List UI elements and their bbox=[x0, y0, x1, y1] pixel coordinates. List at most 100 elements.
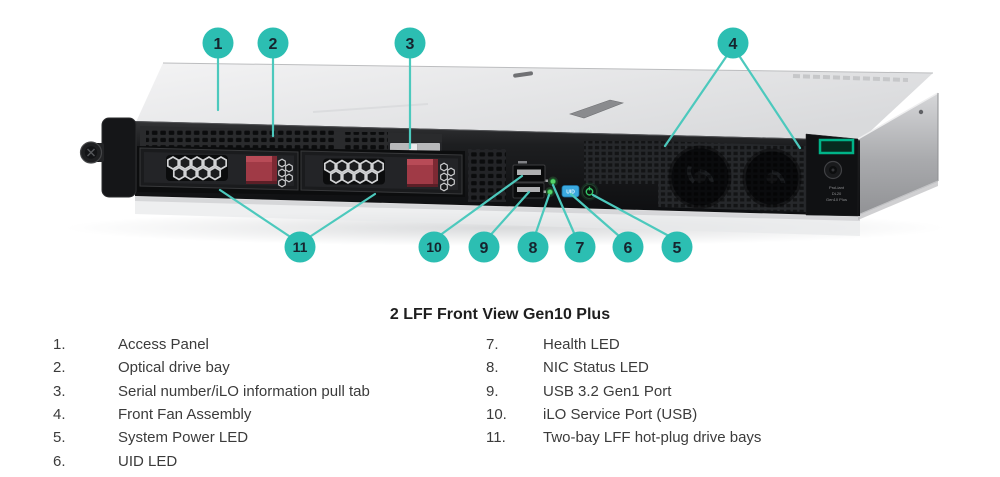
legend-label: UID LED bbox=[118, 452, 178, 470]
cover-seam bbox=[312, 103, 429, 113]
legend-number: 3. bbox=[53, 382, 66, 400]
callout-2 bbox=[257, 27, 289, 59]
legend-right-column: 7. Health LED 8.NIC Status LED 9. USB 3.2 … bbox=[486, 333, 966, 449]
legend-number: 8. bbox=[486, 359, 499, 377]
callout-5 bbox=[661, 231, 693, 263]
legend-label: Serial number/iLO information pull tab bbox=[118, 382, 370, 400]
server-illustration: UID ProLiant DL20 Gen10 Plus bbox=[65, 27, 945, 263]
legend-item: 7. Health LED bbox=[486, 333, 966, 356]
svg-text:1: 1 bbox=[214, 36, 223, 53]
drive-latch bbox=[246, 156, 277, 184]
floor-shadow bbox=[65, 196, 945, 246]
legend-item: 9. USB 3.2 Gen1 Port bbox=[486, 380, 966, 403]
svg-text:3: 3 bbox=[406, 36, 415, 53]
callout-line-10 bbox=[439, 174, 524, 236]
legend-label: USB 3.2 Gen1 Port bbox=[543, 382, 672, 400]
drive-vent-honeycomb bbox=[323, 159, 385, 184]
front-fan-assembly bbox=[584, 141, 806, 212]
callout-4 bbox=[717, 27, 749, 59]
callout-line-5 bbox=[591, 193, 670, 237]
callout-bubbles bbox=[202, 27, 749, 263]
access-panel bbox=[135, 62, 934, 142]
callout-line-11b bbox=[309, 192, 377, 238]
legend-label: Health LED bbox=[543, 336, 620, 354]
health-led bbox=[545, 176, 558, 187]
model-text: ProLiant DL20 Gen10 Plus bbox=[826, 185, 847, 202]
legend-item: 4.Front Fan Assembly bbox=[53, 403, 473, 426]
callout-line-4b bbox=[738, 55, 802, 150]
legend-item: 2. Optical drive bay bbox=[53, 356, 473, 379]
legend-label: iLO Service Port (USB) bbox=[543, 406, 698, 424]
side-screw bbox=[918, 109, 924, 115]
callout-line-11a bbox=[218, 188, 291, 238]
embossed-label bbox=[792, 74, 909, 82]
drive-bay-1 bbox=[139, 147, 299, 191]
right-ear: ProLiant DL20 Gen10 Plus bbox=[805, 133, 859, 217]
left-ear bbox=[79, 117, 137, 198]
callout-line-6 bbox=[569, 192, 621, 238]
legend-number: 11. bbox=[486, 429, 506, 447]
legend-label: Optical drive bay bbox=[118, 359, 230, 377]
callout-8 bbox=[517, 231, 549, 263]
ear-thumbscrew-icon bbox=[823, 160, 843, 180]
callout-line-7 bbox=[551, 183, 576, 235]
legend-item: 1.Access Panel bbox=[53, 333, 473, 356]
legend-label: Access Panel bbox=[118, 336, 209, 354]
port-label-mark bbox=[518, 161, 527, 164]
svg-text:6: 6 bbox=[624, 240, 633, 257]
legend-label: Front Fan Assembly bbox=[118, 406, 252, 424]
legend-number: 5. bbox=[53, 429, 66, 447]
legend-number: 2. bbox=[53, 359, 66, 377]
callout-10 bbox=[418, 231, 450, 263]
drive-bay-2 bbox=[300, 150, 463, 195]
callout-3 bbox=[394, 27, 426, 59]
legend-number: 6. bbox=[53, 452, 66, 470]
callout-1 bbox=[202, 27, 234, 59]
callout-11 bbox=[284, 231, 316, 263]
callout-line-4a bbox=[663, 55, 728, 148]
svg-text:2: 2 bbox=[269, 36, 278, 53]
drive-vent-honeycomb bbox=[166, 156, 228, 181]
svg-text:4: 4 bbox=[729, 36, 738, 53]
legend-item: 8.NIC Status LED bbox=[486, 356, 966, 379]
bezel-vent-patch bbox=[468, 149, 506, 202]
legend-number: 10. bbox=[486, 406, 507, 424]
callout-6 bbox=[612, 231, 644, 263]
usb-port bbox=[512, 182, 545, 199]
callout-numbers: 1 2 3 4 5 6 7 8 9 10 11 bbox=[214, 36, 738, 257]
svg-text:Gen10 Plus: Gen10 Plus bbox=[826, 197, 847, 202]
legend-number: 7. bbox=[486, 336, 499, 354]
callout-9 bbox=[468, 231, 500, 263]
callout-line-9 bbox=[489, 190, 531, 236]
uid-button: UID bbox=[561, 185, 580, 198]
svg-text:10: 10 bbox=[426, 239, 442, 255]
svg-text:8: 8 bbox=[529, 240, 538, 257]
callout-line-8 bbox=[534, 193, 551, 234]
callout-7 bbox=[564, 231, 596, 263]
legend-item: 3. Serial number/iLO information pull tab bbox=[53, 380, 473, 403]
drive-latch bbox=[407, 159, 438, 187]
left-thumbscrew-icon bbox=[79, 141, 104, 164]
legend-item: 6. UID LED bbox=[53, 449, 473, 472]
legend-item: 10. iLO Service Port (USB) bbox=[486, 403, 966, 426]
callout-lines bbox=[216, 55, 802, 238]
cover-vent-slot bbox=[513, 71, 533, 78]
legend-item: 5. System Power LED bbox=[53, 426, 473, 449]
svg-text:11: 11 bbox=[293, 239, 308, 255]
uid-label: UID bbox=[566, 190, 575, 196]
cover-latch bbox=[569, 99, 625, 119]
legend-left-column: 1.Access Panel 2. Optical drive bay 3. Ser… bbox=[53, 333, 473, 473]
svg-text:7: 7 bbox=[576, 240, 585, 257]
legend-number: 9. bbox=[486, 382, 499, 400]
figure-title: 2 LFF Front View Gen10 Plus bbox=[389, 306, 611, 323]
svg-text:9: 9 bbox=[480, 240, 489, 257]
legend-label: System Power LED bbox=[118, 429, 249, 447]
hpe-logo bbox=[818, 138, 855, 155]
right-side-panel bbox=[857, 92, 939, 220]
svg-text:ProLiant: ProLiant bbox=[829, 185, 845, 190]
legend-label: Two-bay LFF hot-plug drive bays bbox=[543, 429, 762, 447]
svg-text:DL20: DL20 bbox=[832, 191, 842, 196]
legend-item: 11. Two-bay LFF hot-plug drive bays bbox=[486, 426, 966, 449]
svg-text:5: 5 bbox=[673, 240, 682, 257]
